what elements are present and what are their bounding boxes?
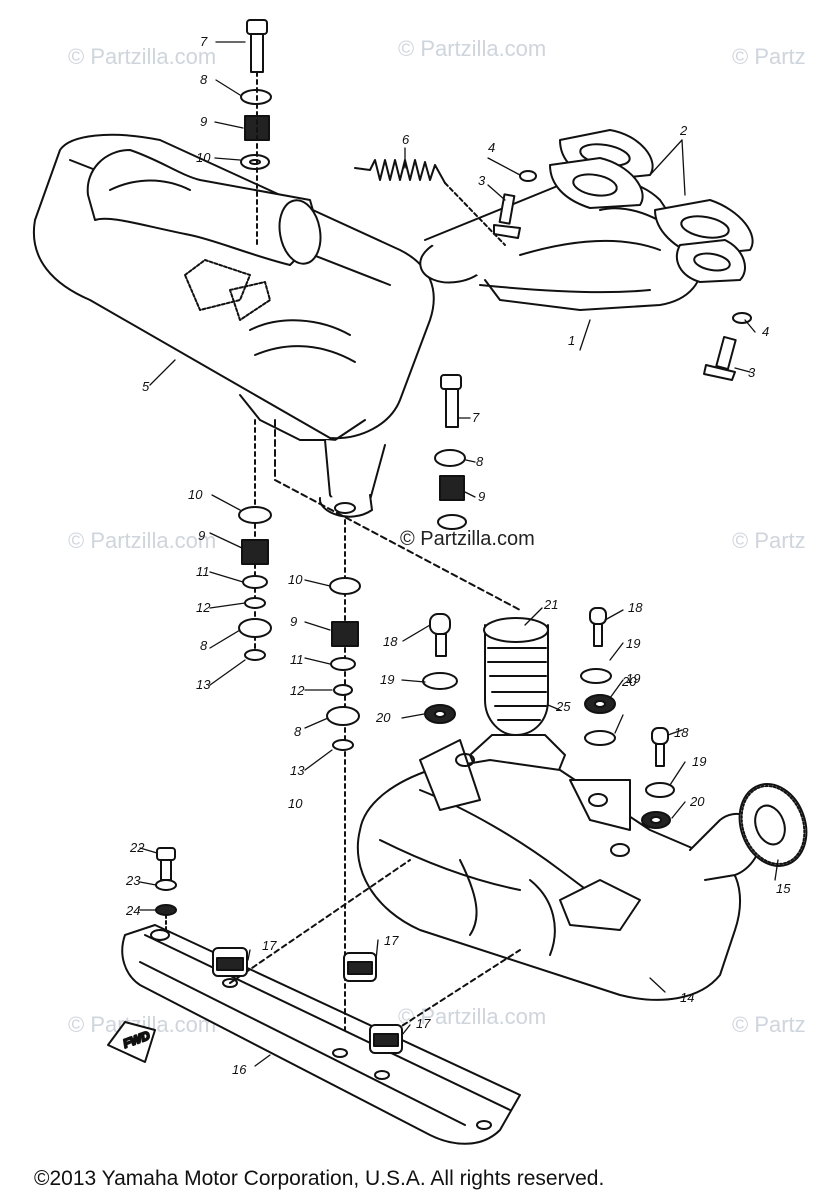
callout-10: 10 (196, 150, 211, 165)
callout-19: 19 (380, 672, 394, 687)
mount-stack-18-right (580, 607, 616, 746)
callout-12: 12 (196, 600, 211, 615)
exploded-view-drawing: FWD 123344567788889999101010101111121213… (32, 19, 808, 1145)
rubber-17-center (343, 952, 377, 982)
callout-8: 8 (294, 724, 302, 739)
callout-25: 25 (555, 699, 571, 714)
callout-18: 18 (383, 634, 398, 649)
callout-23: 23 (125, 873, 141, 888)
callout-19: 19 (626, 671, 640, 686)
callout-11: 11 (290, 652, 304, 667)
bolt-22-stack (155, 847, 177, 931)
mount-stack-center (326, 519, 361, 1001)
callout-13: 13 (196, 677, 211, 692)
rubber-17-left (212, 947, 248, 977)
callout-8: 8 (200, 72, 208, 87)
callout-8: 8 (476, 454, 484, 469)
watermark: © Partzilla.com (68, 528, 217, 553)
watermark: © Partzilla.com (400, 528, 535, 550)
mount-stack-top (240, 19, 272, 246)
mount-stack-18-far-right (641, 727, 675, 829)
callout-10: 10 (288, 572, 303, 587)
callout-7: 7 (200, 34, 208, 49)
callout-8: 8 (200, 638, 208, 653)
callout-5: 5 (142, 379, 150, 394)
exhaust-pipe (419, 176, 702, 311)
callout-11: 11 (196, 564, 210, 579)
nut-4-upper (519, 170, 537, 182)
callout-20: 20 (375, 710, 391, 725)
callout-12: 12 (290, 683, 305, 698)
callout-20: 20 (621, 674, 637, 689)
watermark: © Partz (732, 1012, 806, 1037)
callout-14: 14 (680, 990, 694, 1005)
callout-19: 19 (692, 754, 706, 769)
watermark: © Partzilla.com (398, 36, 547, 61)
callout-21: 21 (543, 597, 558, 612)
callout-17: 17 (416, 1016, 431, 1031)
callout-17: 17 (262, 938, 277, 953)
mount-stack-left (238, 419, 272, 661)
callout-1: 1 (568, 333, 575, 348)
callout-18: 18 (628, 600, 643, 615)
callout-15: 15 (776, 881, 791, 896)
bracket (121, 859, 521, 1145)
callout-24: 24 (125, 903, 140, 918)
callout-3: 3 (748, 365, 756, 380)
callout-9: 9 (478, 489, 485, 504)
watermark: © Partzilla.com (398, 1004, 547, 1029)
guide-line (274, 419, 521, 611)
callout-6: 6 (402, 132, 410, 147)
bolt-3-lower (703, 335, 737, 381)
callout-4: 4 (488, 140, 495, 155)
callout-9: 9 (200, 114, 207, 129)
upper-muffler (32, 133, 435, 518)
lower-muffler (356, 739, 762, 1001)
callout-7: 7 (472, 410, 480, 425)
fwd-arrow: FWD (107, 1021, 156, 1063)
callout-16: 16 (232, 1062, 247, 1077)
rubber-17-right (369, 1024, 403, 1054)
callout-22: 22 (129, 840, 145, 855)
callout-4: 4 (762, 324, 769, 339)
callout-10: 10 (288, 796, 303, 811)
callout-10: 10 (188, 487, 203, 502)
callout-9: 9 (198, 528, 205, 543)
gasket-ring (738, 783, 808, 867)
mount-stack-right (434, 374, 467, 530)
callout-13: 13 (290, 763, 305, 778)
watermark: © Partzilla.com (68, 44, 217, 69)
watermark: © Partz (732, 44, 806, 69)
callout-3: 3 (478, 173, 486, 188)
watermark: © Partz (732, 528, 806, 553)
callout-17: 17 (384, 933, 399, 948)
copyright-notice: ©2013 Yamaha Motor Corporation, U.S.A. A… (34, 1167, 605, 1190)
exhaust-gaskets (549, 129, 754, 283)
callout-18: 18 (674, 725, 689, 740)
callout-labels: 1233445677888899991010101011111212131314… (125, 34, 791, 1077)
callout-9: 9 (290, 614, 297, 629)
exhaust-sleeve (469, 617, 566, 781)
nut-4-lower (732, 312, 752, 324)
callout-2: 2 (679, 123, 688, 138)
bolt-3-upper (493, 193, 521, 239)
callout-19: 19 (626, 636, 640, 651)
mount-stack-18-left (422, 613, 458, 724)
callout-20: 20 (689, 794, 705, 809)
leader-lines (139, 41, 779, 1067)
